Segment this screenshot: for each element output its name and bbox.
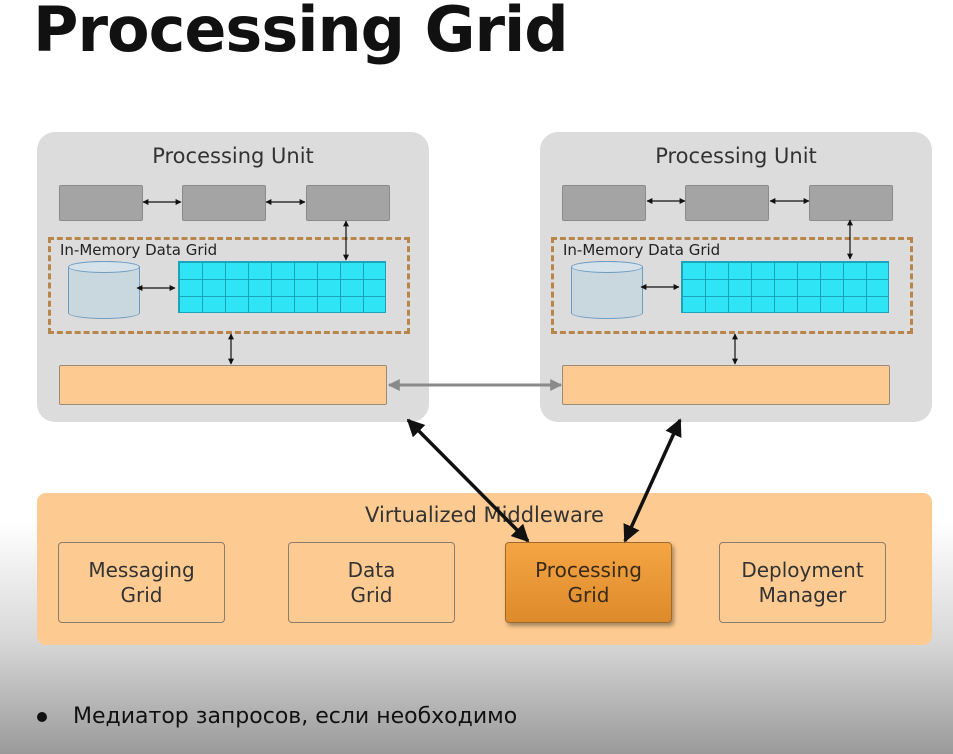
component-box [685,185,769,221]
imdg-label: In-Memory Data Grid [60,241,218,259]
box-line: Grid [567,582,610,607]
box-line: Grid [350,582,393,607]
data-grid-table-icon [178,261,386,313]
box-line: Data [347,557,396,582]
processing-unit-title: Processing Unit [152,144,314,168]
component-box [182,185,266,221]
processing-unit-right: Processing Unit In-Memory Data Grid [540,132,932,422]
component-box [59,185,143,221]
in-memory-data-grid: In-Memory Data Grid [551,237,913,334]
component-box [809,185,893,221]
box-line: Grid [120,582,163,607]
database-cylinder-icon [68,261,140,319]
page-title: Processing Grid [33,0,569,66]
processing-unit-title: Processing Unit [655,144,817,168]
bullet-text: Медиатор запросов, если необходимо [73,704,518,729]
box-line: Manager [758,582,847,607]
component-box [306,185,390,221]
box-line: Deployment [741,557,864,582]
component-box [562,185,646,221]
database-cylinder-icon [571,261,643,319]
box-line: Processing [535,557,642,582]
processing-unit-left: Processing Unit In-Memory Data Grid [37,132,429,422]
bullet-item: Медиатор запросов, если необходимо [37,704,517,729]
data-grid-table-icon [681,261,889,313]
unit-middleware-bar [562,365,890,405]
box-line: Messaging [88,557,195,582]
middleware-title: Virtualized Middleware [365,503,604,527]
bullet-dot-icon [37,711,47,722]
unit-middleware-bar [59,365,387,405]
in-memory-data-grid: In-Memory Data Grid [48,237,410,334]
imdg-label: In-Memory Data Grid [563,241,721,259]
